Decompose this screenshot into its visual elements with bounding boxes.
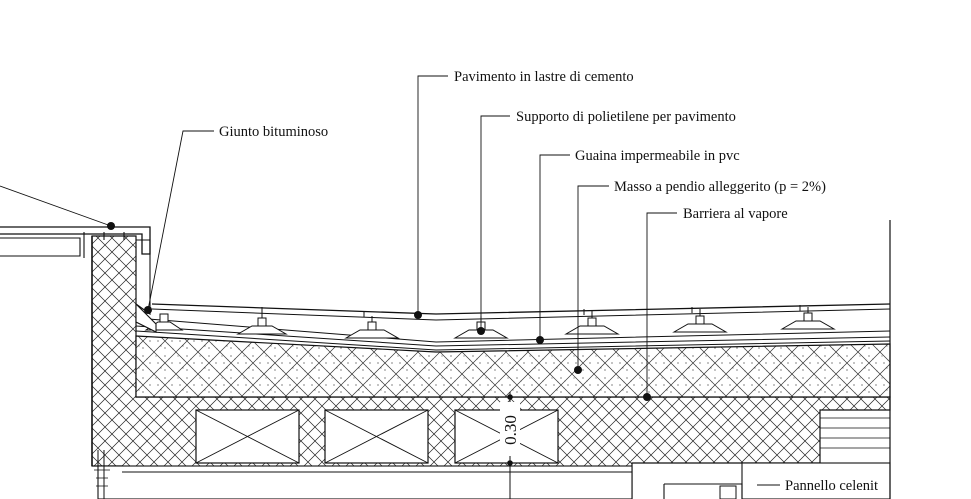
annotation-labels: Giunto bituminoso Pavimento in lastre di… [219, 69, 878, 494]
dimension-label: 0.30 [501, 415, 520, 445]
pedestal-supports [144, 307, 836, 339]
label-giunto-bituminoso: Giunto bituminoso [219, 124, 328, 140]
lower-details [94, 220, 891, 499]
label-pavimento: Pavimento in lastre di cemento [454, 69, 634, 85]
label-guaina: Guaina impermeabile in pvc [575, 148, 740, 164]
label-barriera: Barriera al vapore [683, 206, 788, 222]
label-pannello: Pannello celenit [785, 478, 878, 494]
parapet-coping [0, 226, 157, 333]
label-masso: Masso a pendio alleggerito (p = 2%) [614, 179, 826, 195]
membrane-layers [135, 317, 891, 351]
label-supporto: Supporto di polietilene per pavimento [516, 109, 736, 125]
leader-lines [0, 75, 780, 486]
dimension-line: 0.30 [500, 392, 520, 499]
sloped-screed [135, 335, 891, 398]
leader-dots [107, 222, 651, 401]
